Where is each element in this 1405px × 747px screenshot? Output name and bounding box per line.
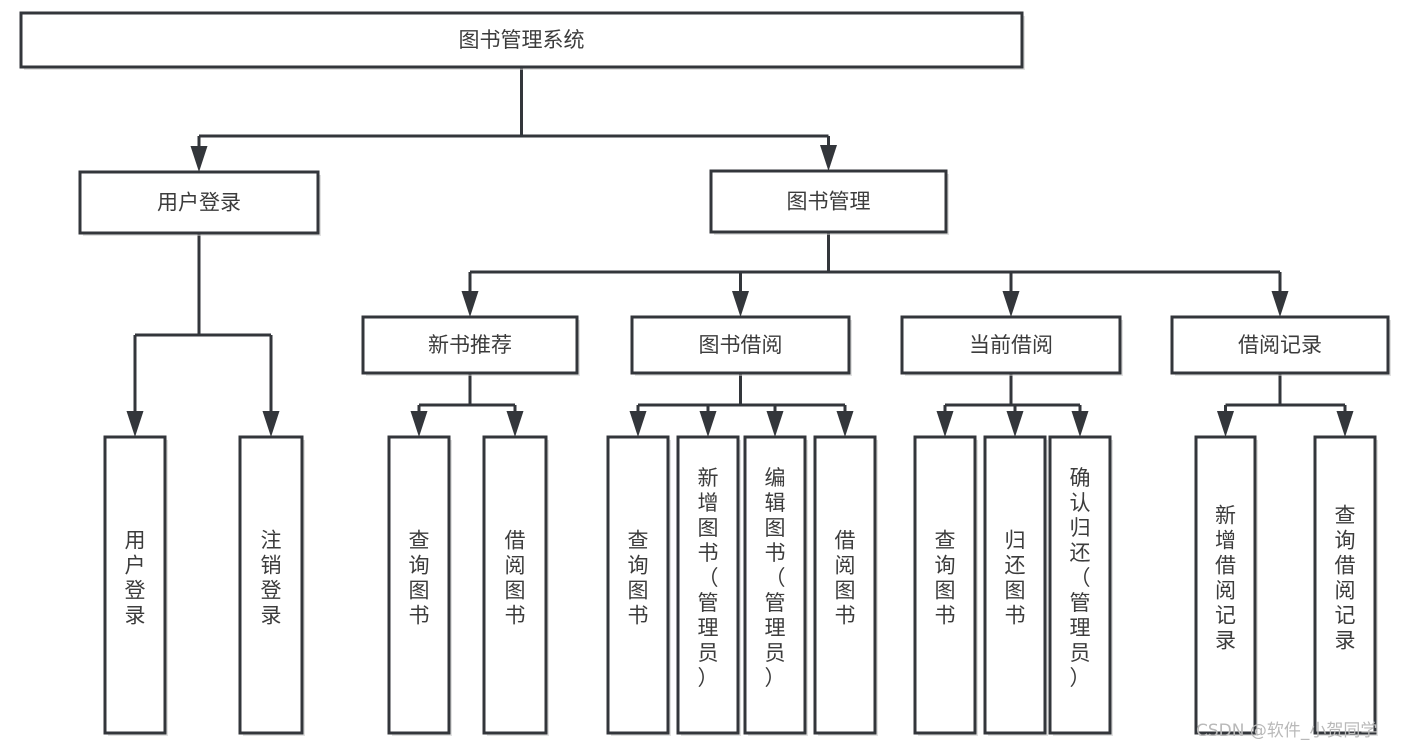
node-recommend[interactable]: 新书推荐: [361, 315, 580, 376]
node-leaf-query-book-1[interactable]: 查询图书: [387, 435, 452, 736]
node-box: [19, 11, 1024, 69]
node-current[interactable]: 当前借阅: [900, 315, 1123, 376]
node-label: 图书管理系统: [459, 28, 585, 52]
node-leaf-user-login[interactable]: 用户登录: [103, 435, 168, 736]
node-leaf-query-book-3[interactable]: 查询图书: [913, 435, 978, 736]
connector-arrowhead: [1336, 411, 1354, 437]
node-box: [103, 435, 167, 735]
node-borrow[interactable]: 图书借阅: [630, 315, 852, 376]
node-leaf-edit-book[interactable]: 编辑图书（管理员）: [743, 435, 808, 736]
connector-arrowhead: [836, 411, 854, 437]
node-login[interactable]: 用户登录: [78, 170, 321, 236]
connector-arrowhead: [1071, 411, 1089, 437]
node-label: 新增图书（管理员）: [698, 466, 719, 690]
node-leaf-query-book-2[interactable]: 查询图书: [606, 435, 671, 736]
node-label: 图书管理: [787, 190, 871, 214]
node-box: [606, 435, 670, 735]
node-box: [630, 315, 851, 375]
node-label: 查询图书: [628, 529, 649, 628]
node-box: [361, 315, 579, 375]
node-root[interactable]: 图书管理系统: [19, 11, 1025, 70]
node-label: 新增借阅记录: [1215, 504, 1236, 653]
node-label: 用户登录: [125, 529, 146, 628]
connector-arrowhead: [766, 411, 784, 437]
node-label: 当前借阅: [969, 333, 1053, 357]
node-layer: 图书管理系统用户登录图书管理新书推荐图书借阅当前借阅借阅记录用户登录注销登录查询…: [19, 11, 1391, 736]
node-box: [900, 315, 1122, 375]
node-label: 借阅记录: [1238, 333, 1322, 357]
node-box: [1194, 435, 1257, 735]
node-manage[interactable]: 图书管理: [709, 169, 949, 235]
connector-arrowhead: [629, 411, 647, 437]
node-box: [983, 435, 1047, 735]
node-label: 编辑图书（管理员）: [765, 466, 786, 690]
connector-arrowhead: [262, 411, 280, 437]
connector-arrowhead: [410, 411, 428, 437]
connector-arrowhead: [1002, 291, 1020, 317]
node-box: [1170, 315, 1390, 375]
connector-arrowhead: [936, 411, 954, 437]
node-leaf-return-book[interactable]: 归还图书: [983, 435, 1048, 736]
node-leaf-user-logout[interactable]: 注销登录: [238, 435, 305, 736]
node-label: 注销登录: [261, 529, 282, 628]
connector-arrowhead: [699, 411, 717, 437]
node-label: 借阅图书: [505, 529, 526, 628]
node-leaf-add-record[interactable]: 新增借阅记录: [1194, 435, 1258, 736]
node-label: 借阅图书: [835, 529, 856, 628]
node-leaf-query-record[interactable]: 查询借阅记录: [1313, 435, 1378, 736]
connector-arrowhead: [732, 291, 749, 317]
node-box: [78, 170, 320, 235]
node-label: 归还图书: [1005, 529, 1026, 628]
node-box: [676, 435, 740, 735]
connector-arrowhead: [1006, 411, 1024, 437]
node-box: [813, 435, 877, 735]
node-leaf-borrow-book-1[interactable]: 借阅图书: [482, 435, 549, 736]
node-leaf-confirm-return[interactable]: 确认归还（管理员）: [1048, 435, 1113, 736]
node-box: [387, 435, 451, 735]
node-label: 确认归还（管理员）: [1070, 466, 1091, 690]
node-box: [743, 435, 807, 735]
node-label: 图书借阅: [699, 333, 783, 357]
connector-arrowhead: [1217, 411, 1234, 437]
node-leaf-borrow-book-2[interactable]: 借阅图书: [813, 435, 878, 736]
connector-arrowhead: [126, 411, 144, 437]
node-label: 新书推荐: [428, 333, 512, 357]
node-leaf-add-book[interactable]: 新增图书（管理员）: [676, 435, 741, 736]
node-label: 查询图书: [409, 529, 430, 628]
csdn-watermark: CSDN @软件_小贺同学: [1196, 721, 1377, 741]
node-label: 查询借阅记录: [1335, 504, 1356, 653]
connector-arrowhead: [190, 146, 208, 172]
connector-layer: [126, 67, 1354, 437]
node-records[interactable]: 借阅记录: [1170, 315, 1391, 376]
node-box: [238, 435, 304, 735]
connector-arrowhead: [461, 291, 479, 317]
connector-arrowhead: [506, 411, 524, 437]
node-box: [1048, 435, 1112, 735]
node-box: [913, 435, 977, 735]
node-box: [709, 169, 948, 234]
node-box: [482, 435, 548, 735]
node-box: [1313, 435, 1377, 735]
connector-arrowhead: [820, 145, 837, 171]
connector-arrowhead: [1271, 291, 1289, 317]
node-label: 查询图书: [935, 529, 956, 628]
node-label: 用户登录: [157, 191, 241, 215]
